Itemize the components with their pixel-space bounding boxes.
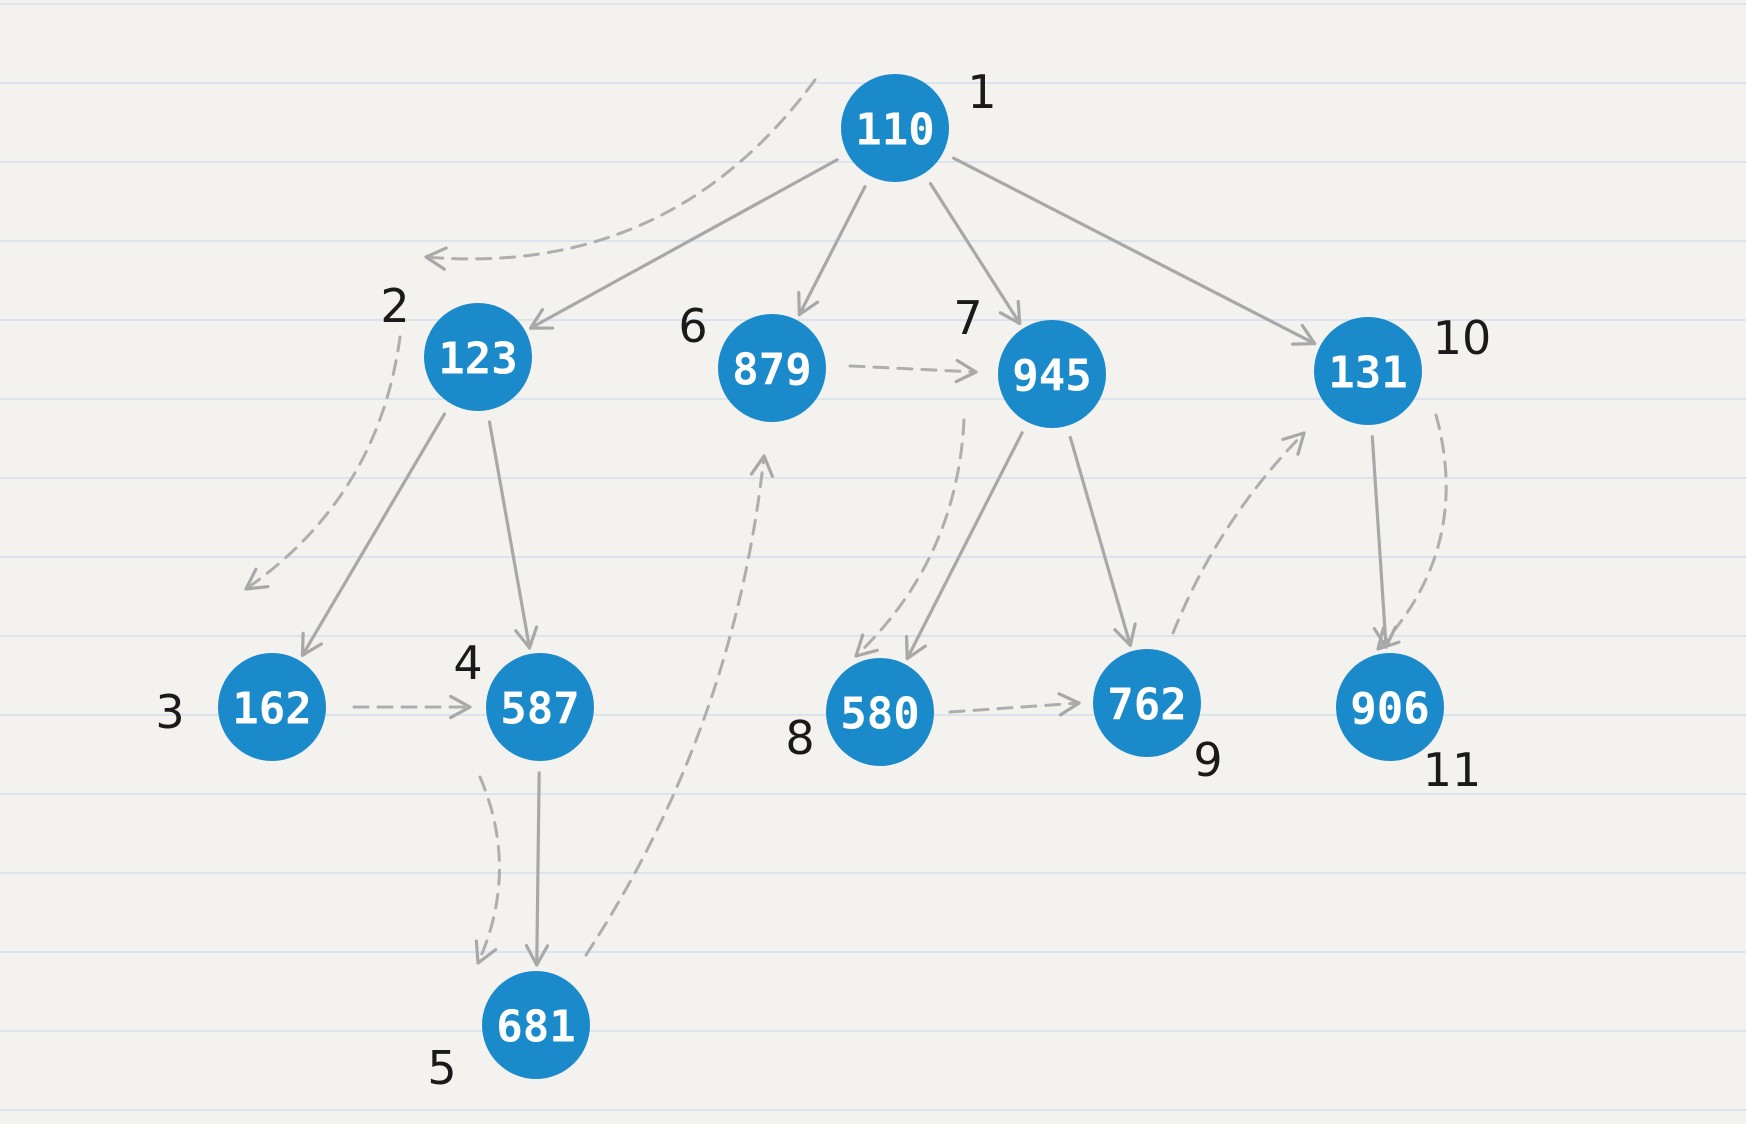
order-label-11: 11 (1423, 743, 1482, 797)
order-label-3: 3 (155, 685, 184, 739)
traversal-edge-arrowhead-n162-n587 (449, 694, 472, 720)
tree-edge-arrowhead-n110-n945 (998, 299, 1022, 326)
tree-edge-n110-n123 (528, 158, 839, 330)
node-123: 123 (424, 303, 532, 411)
node-circle (718, 314, 826, 422)
tree-edge-arrowhead-n131-n906 (1372, 625, 1397, 649)
node-value: 906 (1350, 684, 1429, 735)
traversal-edge-n110-n123 (424, 78, 817, 261)
tree-edge-n123-n587 (487, 420, 532, 650)
traversal-edge-n762-n131 (1171, 431, 1306, 635)
node-762: 762 (1093, 649, 1201, 757)
traversal-edges (244, 78, 1448, 965)
traversal-edge-arrowhead-n123-n162 (244, 567, 270, 591)
node-circle (218, 653, 326, 761)
node-value: 580 (840, 689, 919, 740)
traversal-edge-arrowhead-n879-n945 (954, 358, 978, 384)
traversal-edge-arrowhead-n110-n123 (424, 246, 448, 271)
traversal-edge-n123-n162 (244, 335, 402, 591)
traversal-edge-arrowhead-n131-n906 (1376, 626, 1401, 651)
node-circle (482, 971, 590, 1079)
tree-edge-n110-n131 (952, 156, 1317, 346)
node-681: 681 (482, 971, 590, 1079)
traversal-edge-n879-n945 (848, 364, 978, 374)
traversal-edge-n131-n906 (1376, 413, 1448, 651)
node-value: 945 (1012, 351, 1091, 402)
order-label-4: 4 (453, 636, 482, 690)
tree-edge-arrowhead-n110-n879 (797, 291, 820, 317)
traversal-edge-n580-n762 (948, 701, 1081, 714)
node-value: 587 (500, 684, 579, 735)
node-circle (486, 653, 594, 761)
tree-edge-n131-n906 (1370, 435, 1388, 649)
order-label-8: 8 (785, 711, 814, 765)
traversal-edge-arrowhead-n762-n131 (1281, 431, 1306, 456)
node-580: 580 (826, 658, 934, 766)
tree-edge-arrowhead-n123-n587 (514, 625, 539, 650)
tree-edge-n945-n762 (1068, 435, 1132, 647)
traversal-edge-arrowhead-n587-n681 (474, 939, 498, 965)
order-label-2: 2 (380, 279, 409, 333)
node-circle (424, 303, 532, 411)
order-label-6: 6 (678, 299, 707, 353)
node-value: 123 (438, 334, 517, 385)
tree-edge-arrowhead-n110-n123 (528, 307, 555, 330)
node-945: 945 (998, 320, 1106, 428)
tree-edge-arrowhead-n945-n762 (1113, 622, 1137, 647)
node-value: 879 (732, 345, 811, 396)
tree-edge-n110-n945 (928, 182, 1022, 326)
node-circle (1314, 317, 1422, 425)
tree-edge-n123-n162 (300, 412, 447, 657)
node-587: 587 (486, 653, 594, 761)
traversal-edge-n681-n879 (584, 454, 766, 957)
tree-edge-arrowhead-n110-n131 (1291, 323, 1317, 346)
traversal-edge-arrowhead-n580-n762 (1057, 692, 1081, 717)
node-879: 879 (718, 314, 826, 422)
node-circle (998, 320, 1106, 428)
node-circle (1093, 649, 1201, 757)
tree-edge-arrowhead-n587-n681 (524, 943, 550, 967)
node-value: 110 (855, 105, 934, 156)
node-value: 681 (496, 1002, 575, 1053)
node-906: 906 (1336, 653, 1444, 761)
node-162: 162 (218, 653, 326, 761)
node-value: 162 (232, 684, 311, 735)
order-label-5: 5 (427, 1041, 456, 1095)
tree-edges (300, 156, 1397, 967)
node-110: 110 (841, 74, 949, 182)
node-value: 762 (1107, 680, 1186, 731)
node-circle (1336, 653, 1444, 761)
tree-edge-arrowhead-n945-n580 (904, 634, 927, 661)
tree-edge-arrowhead-n123-n162 (300, 631, 323, 657)
traversal-edge-arrowhead-n945-n580 (854, 633, 879, 658)
order-label-9: 9 (1193, 733, 1222, 787)
order-label-10: 10 (1433, 311, 1492, 365)
traversal-edge-n945-n580 (854, 418, 966, 658)
node-131: 131 (1314, 317, 1422, 425)
tree-edge-n110-n879 (797, 185, 867, 317)
tree-edge-n945-n580 (905, 431, 1024, 661)
node-value: 131 (1328, 348, 1407, 399)
tree-edge-n587-n681 (535, 771, 541, 967)
order-label-7: 7 (953, 291, 982, 345)
notebook-ruled-lines (0, 3, 1746, 1111)
traversal-edge-n587-n681 (476, 775, 501, 965)
order-label-1: 1 (967, 65, 996, 119)
node-circle (826, 658, 934, 766)
node-circle (841, 74, 949, 182)
traversal-edge-arrowhead-n681-n879 (749, 454, 775, 478)
